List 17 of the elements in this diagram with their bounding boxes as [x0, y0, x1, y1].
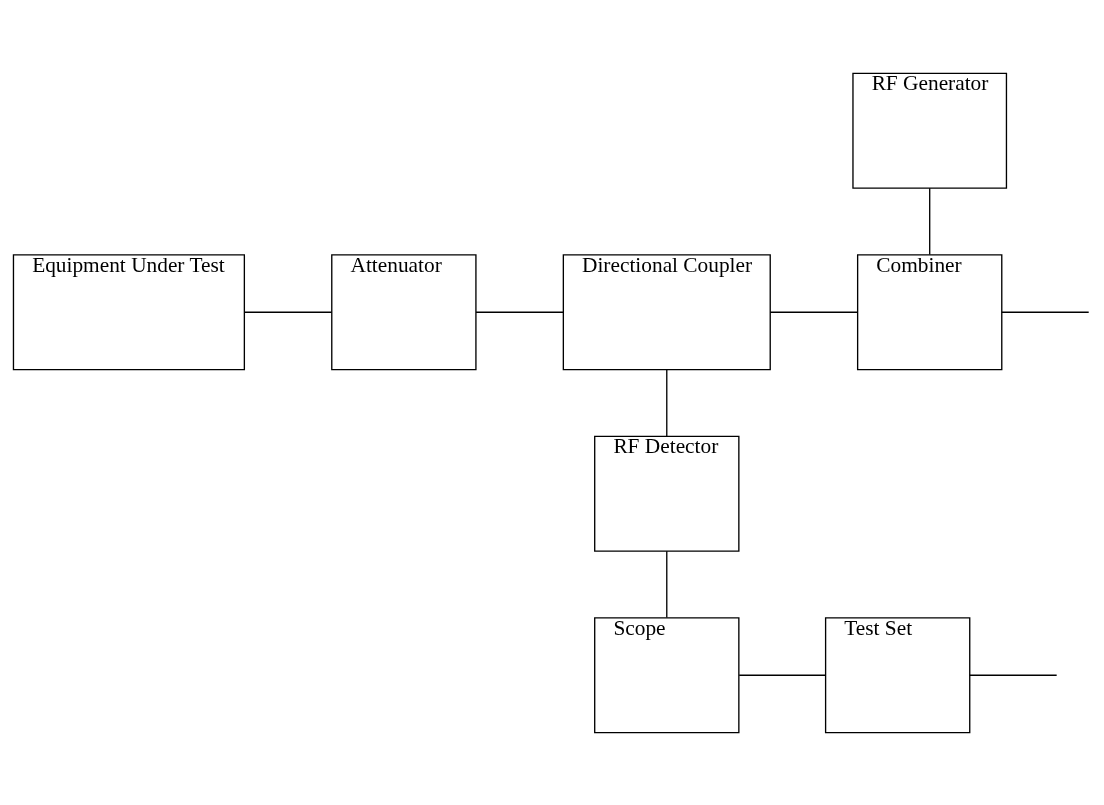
connector — [666, 368, 668, 437]
connector — [475, 311, 564, 313]
connector — [929, 187, 931, 255]
connector — [969, 674, 1058, 676]
node-box: Directional Coupler — [562, 253, 771, 370]
connector — [244, 311, 333, 313]
node-box: Scope — [594, 616, 740, 733]
connector — [666, 550, 668, 618]
node-box: Attenuator — [331, 253, 477, 370]
connector — [738, 674, 827, 676]
connector — [769, 311, 859, 313]
connector — [1001, 311, 1090, 313]
node-box: Test Set — [824, 616, 971, 733]
node-box: Equipment Under Test — [12, 253, 246, 370]
node-box: RF Detector — [594, 435, 740, 552]
node-box: Combiner — [856, 253, 1003, 370]
node-box: RF Generator — [852, 72, 1008, 189]
